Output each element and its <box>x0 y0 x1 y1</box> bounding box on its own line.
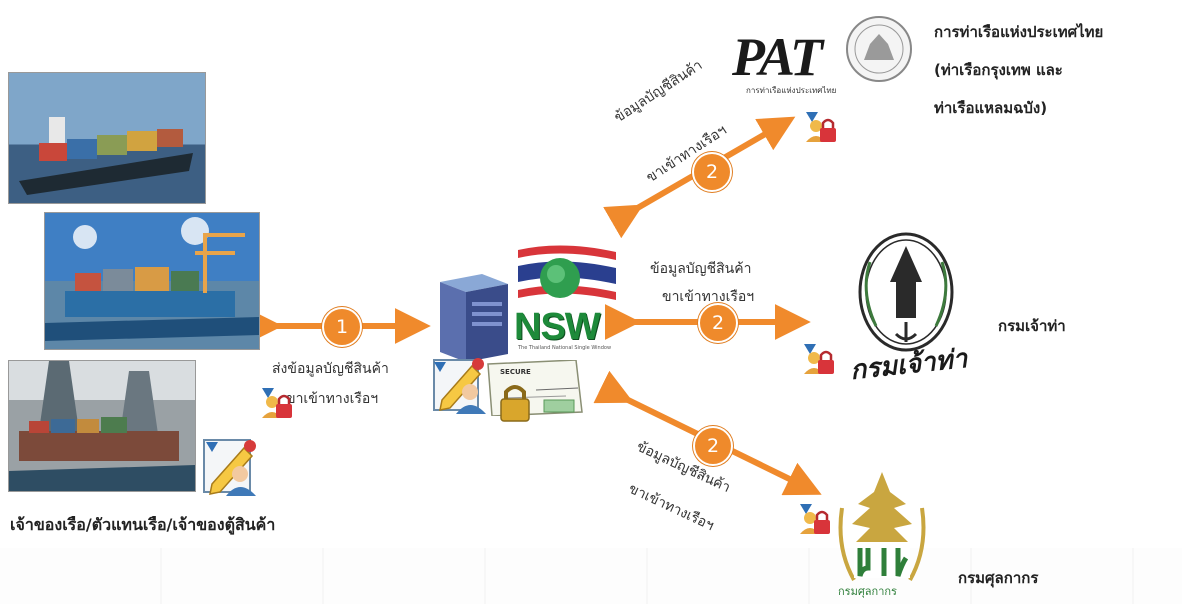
ship-photo <box>8 72 206 204</box>
lock-user-icon <box>258 384 294 420</box>
marine-dept-name: กรมเจ้าท่า <box>998 317 1066 335</box>
customs-logo: กรมศุลกากร <box>832 468 932 600</box>
step-badge-2c: 2 <box>693 426 733 466</box>
sender-arrow-label-line1: ส่งข้อมูลบัญชีสินค้า <box>272 361 389 377</box>
pat-logo-text: PAT <box>732 27 823 87</box>
step-badge-1: 1 <box>322 307 362 347</box>
port-photo <box>44 212 260 350</box>
marine-dept-logo: กรมเจ้าท่า <box>840 222 980 392</box>
pat-name-line2: (ท่าเรือกรุงเทพ และ <box>934 61 1063 79</box>
padlock-icon <box>498 382 532 422</box>
container-port-photo <box>8 360 196 492</box>
nsw-logo-subtext: The Thailand National Single Window <box>518 345 612 351</box>
sender-arrow-label-line2: ขาเข้าทางเรือฯ <box>286 391 379 407</box>
pat-name-line1: การท่าเรือแห่งประเทศไทย <box>934 23 1104 41</box>
customs-lock-user-icon <box>796 500 832 536</box>
customs-logo-text: กรมศุลกากร <box>838 585 897 598</box>
pat-seal <box>846 16 912 82</box>
pat-logo-subtext: การท่าเรือแห่งประเทศไทย <box>746 86 837 95</box>
sender-label: เจ้าของเรือ/ตัวแทนเรือ/เจ้าของตู้สินค้า <box>10 515 276 534</box>
step-badge-2b: 2 <box>698 303 738 343</box>
marine-arrow-label-line2: ขาเข้าทางเรือฯ <box>662 289 755 305</box>
hub-pencil-user-icon <box>430 352 492 416</box>
step-badge-2a: 2 <box>692 152 732 192</box>
pat-logo: PAT การท่าเรือแห่งประเทศไทย <box>730 14 916 95</box>
certificate-text: SECURE <box>500 368 531 376</box>
marine-arrow-label-line1: ข้อมูลบัญชีสินค้า <box>650 261 752 277</box>
pat-name-line3: ท่าเรือแหลมฉบัง) <box>934 99 1048 117</box>
server-icon <box>434 270 514 362</box>
background-band <box>0 548 1182 604</box>
pencil-user-icon <box>200 434 264 498</box>
nsw-logo: NSW <box>514 306 601 348</box>
marine-lock-user-icon <box>800 340 836 376</box>
customs-name: กรมศุลกากร <box>958 569 1039 587</box>
thai-flag-globe-icon <box>512 242 622 318</box>
pat-lock-user-icon <box>802 108 838 144</box>
